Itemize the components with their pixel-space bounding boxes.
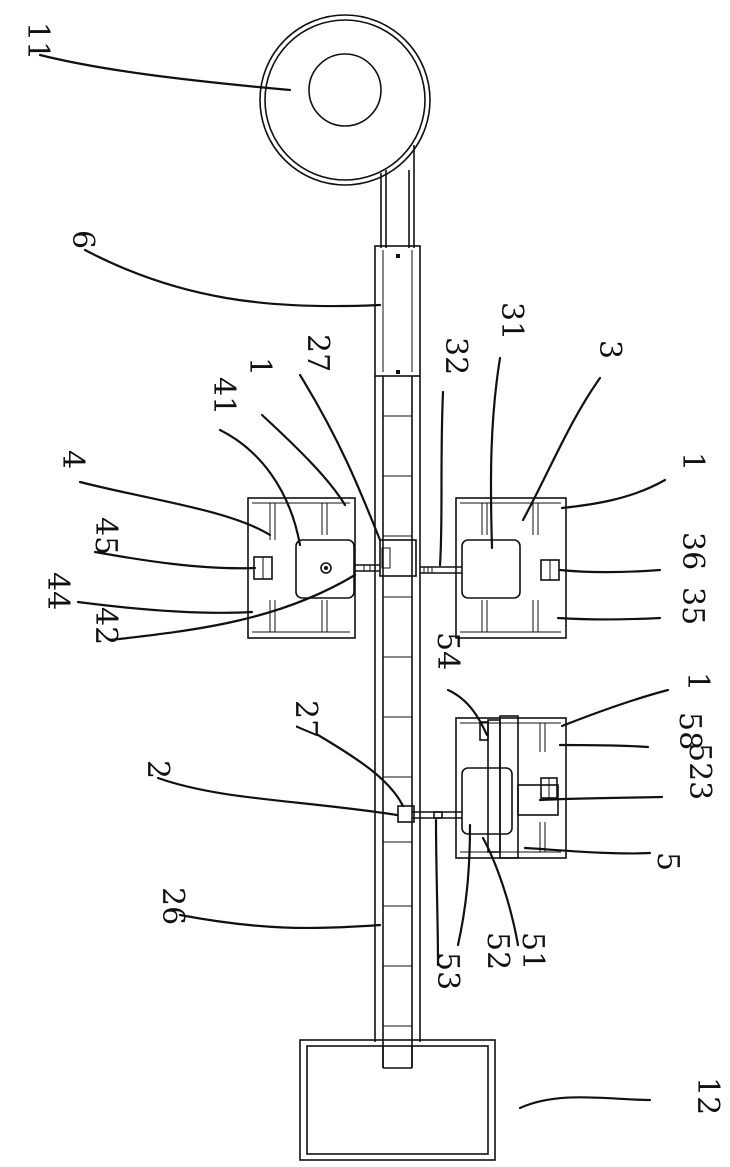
labels: 11 6 2 26 27 27 12 4 41 1 45 44 42 32 31…: [20, 22, 725, 1115]
label-station-4-41: 41: [206, 377, 241, 415]
feeder: [375, 246, 420, 376]
label-station-3-36: 36: [675, 532, 710, 570]
label-station-5: 5: [650, 852, 685, 871]
label-base-upper-left: 1: [242, 357, 277, 376]
label-output-bin: 12: [690, 1077, 725, 1115]
label-station-4: 4: [55, 450, 90, 469]
conveyor: [375, 376, 420, 1068]
label-station-3-31: 31: [494, 302, 529, 340]
label-station-3-35: 35: [675, 587, 710, 625]
label-conveyor-track: 26: [155, 887, 190, 925]
label-station-5-51: 51: [515, 932, 550, 970]
output-bin: [300, 1040, 495, 1160]
label-base-lower-right: 1: [680, 672, 715, 691]
label-station-5-53: 53: [430, 952, 465, 990]
label-stop-lower: 27: [288, 700, 323, 738]
label-feeder: 6: [65, 230, 100, 249]
label-reel: 11: [20, 22, 55, 60]
reel: [260, 15, 430, 185]
label-station-3-32: 32: [438, 337, 473, 375]
label-station-4-45: 45: [88, 517, 123, 555]
label-station-4-44: 44: [40, 572, 75, 610]
label-station-5-523: 523: [682, 743, 717, 800]
label-station-5-54: 54: [430, 632, 465, 670]
label-base-upper-right: 1: [675, 452, 710, 471]
label-conveyor-main: 2: [140, 760, 175, 779]
station-4: [248, 498, 380, 638]
label-station-4-42: 42: [88, 607, 123, 645]
label-station-3: 3: [592, 340, 627, 359]
label-station-5-52: 52: [480, 932, 515, 970]
label-stop-upper: 27: [300, 334, 335, 372]
